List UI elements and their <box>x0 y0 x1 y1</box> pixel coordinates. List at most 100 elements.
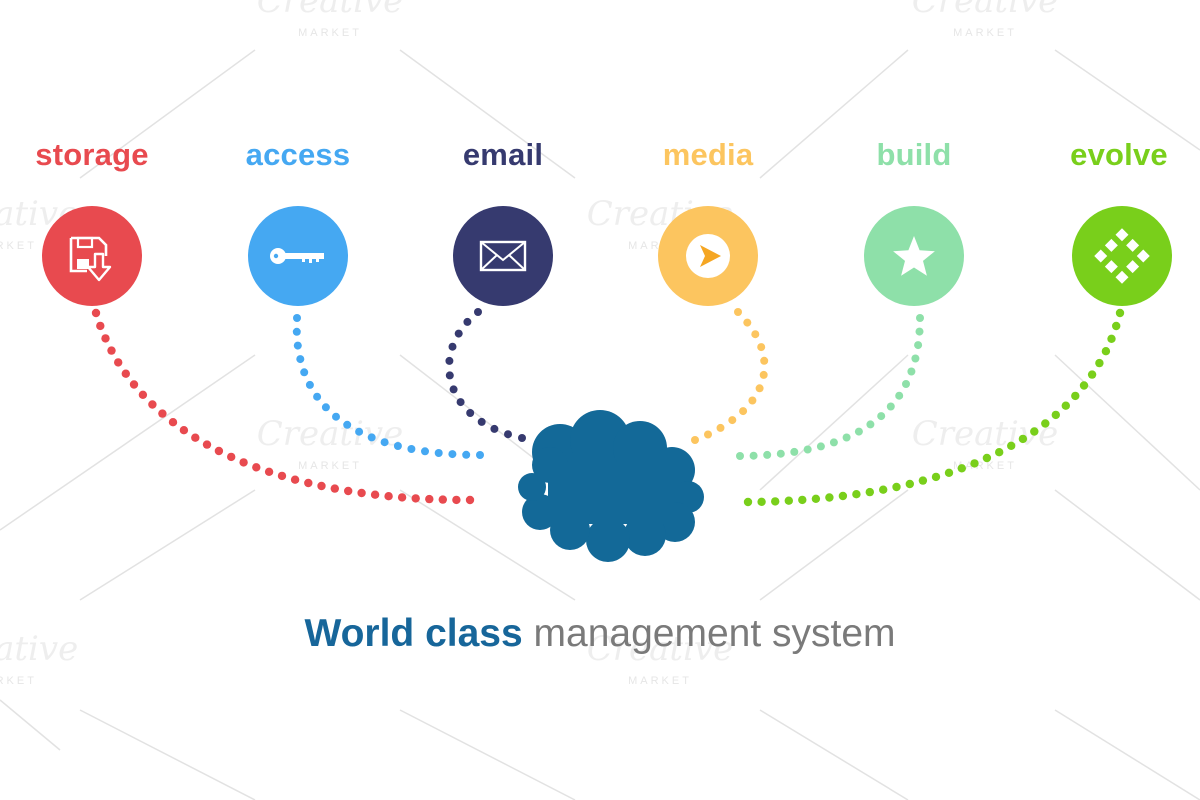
connector-dot <box>158 409 167 418</box>
node-label-evolve: evolve <box>1070 137 1168 172</box>
connector-dot <box>759 370 768 379</box>
connector-dot <box>944 468 954 477</box>
connector-dot <box>957 464 966 473</box>
connector-dot <box>96 321 105 331</box>
connector-dot <box>191 433 200 442</box>
tagline-rest: management system <box>522 612 896 655</box>
watermark-line <box>759 354 909 491</box>
connector-dot <box>803 445 812 454</box>
watermark-line <box>1054 709 1200 800</box>
watermark-text: Creative <box>912 0 1059 21</box>
connector-dot <box>1107 334 1116 343</box>
watermark-text: Creative <box>257 0 404 21</box>
connector-dot <box>854 427 863 436</box>
connector-dot <box>879 485 888 494</box>
watermark-subtext: MARKET <box>953 460 1017 472</box>
node-label-media: media <box>662 137 754 172</box>
key-icon <box>270 248 324 264</box>
connector-dot <box>138 390 148 399</box>
connector-dot <box>829 438 838 447</box>
connector-dot <box>852 490 861 499</box>
connector-dot <box>277 471 287 481</box>
play-icon <box>686 234 730 278</box>
connector-dot <box>449 385 458 394</box>
connector-dot <box>448 450 457 459</box>
tagline: World class management system <box>0 612 1200 656</box>
connector-dot <box>763 450 772 459</box>
connector-dot <box>421 447 429 456</box>
connector-dot <box>344 486 353 496</box>
watermark-subtext: MARKET <box>298 460 362 472</box>
connector-dot <box>838 491 848 501</box>
connector-dot <box>1101 347 1111 356</box>
connector-dot <box>252 463 261 472</box>
watermark-line <box>79 489 256 601</box>
connector-evolve <box>743 308 1125 507</box>
connector-dot <box>907 367 916 376</box>
connector-dot <box>357 488 366 498</box>
connector-dot <box>518 434 526 442</box>
connector-dot <box>445 356 454 365</box>
connector-email <box>445 308 526 442</box>
connector-dot <box>816 442 825 451</box>
connector-dot <box>121 369 130 378</box>
connector-dot <box>148 400 157 409</box>
connector-dot <box>434 449 443 457</box>
connector-dot <box>474 308 482 316</box>
watermark-line <box>1054 49 1200 151</box>
connector-dot <box>911 354 920 363</box>
star-icon <box>893 236 935 276</box>
connector-dot <box>438 495 447 504</box>
watermark-line <box>759 49 909 179</box>
connector-dot <box>811 494 821 503</box>
connector-dot <box>842 433 851 442</box>
connector-dot <box>914 341 923 350</box>
connector-storage <box>91 308 475 505</box>
connector-dot <box>905 479 914 489</box>
watermark-text: Creative <box>257 414 404 454</box>
connector-dot <box>1087 370 1097 379</box>
connector-dot <box>865 487 874 497</box>
connector-dot <box>490 424 499 433</box>
connector-dot <box>448 342 457 351</box>
connector-dot <box>384 492 393 501</box>
connector-dot <box>355 427 364 436</box>
connector-dot <box>1115 308 1125 318</box>
watermark-line <box>79 49 256 179</box>
connector-dot <box>317 481 326 491</box>
connector-dot <box>798 495 807 505</box>
connector-dot <box>749 451 758 460</box>
connector-dot <box>691 436 699 444</box>
node-label-access: access <box>245 137 351 172</box>
connector-media <box>691 308 769 444</box>
connector-dot <box>292 327 301 336</box>
connector-dot <box>466 409 475 417</box>
connector-dot <box>456 398 465 407</box>
connector-dot <box>1030 427 1039 436</box>
connector-dot <box>1018 434 1028 444</box>
connector-dot <box>790 447 799 456</box>
watermark-line <box>759 489 909 601</box>
connector-dot <box>1007 441 1016 450</box>
node-access <box>248 206 348 306</box>
watermark-subtext: MARKET <box>0 675 37 687</box>
connector-dot <box>760 356 769 365</box>
connector-dot <box>300 368 309 377</box>
watermark-line <box>399 489 576 601</box>
node-storage <box>42 206 142 306</box>
node-circle-evolve <box>1072 206 1172 306</box>
connector-dot <box>168 418 178 427</box>
connector-dot <box>748 396 757 405</box>
connector-dot <box>866 420 875 429</box>
connector-dot <box>411 494 420 503</box>
connector-dot <box>477 417 486 426</box>
watermark-line <box>79 709 256 800</box>
connector-dot <box>734 308 742 316</box>
node-label-build: build <box>876 137 952 172</box>
connector-dot <box>902 380 910 388</box>
connector-dot <box>367 433 376 442</box>
connector-dot <box>736 452 744 460</box>
connector-dot <box>743 497 753 507</box>
connector-dot <box>895 391 904 400</box>
